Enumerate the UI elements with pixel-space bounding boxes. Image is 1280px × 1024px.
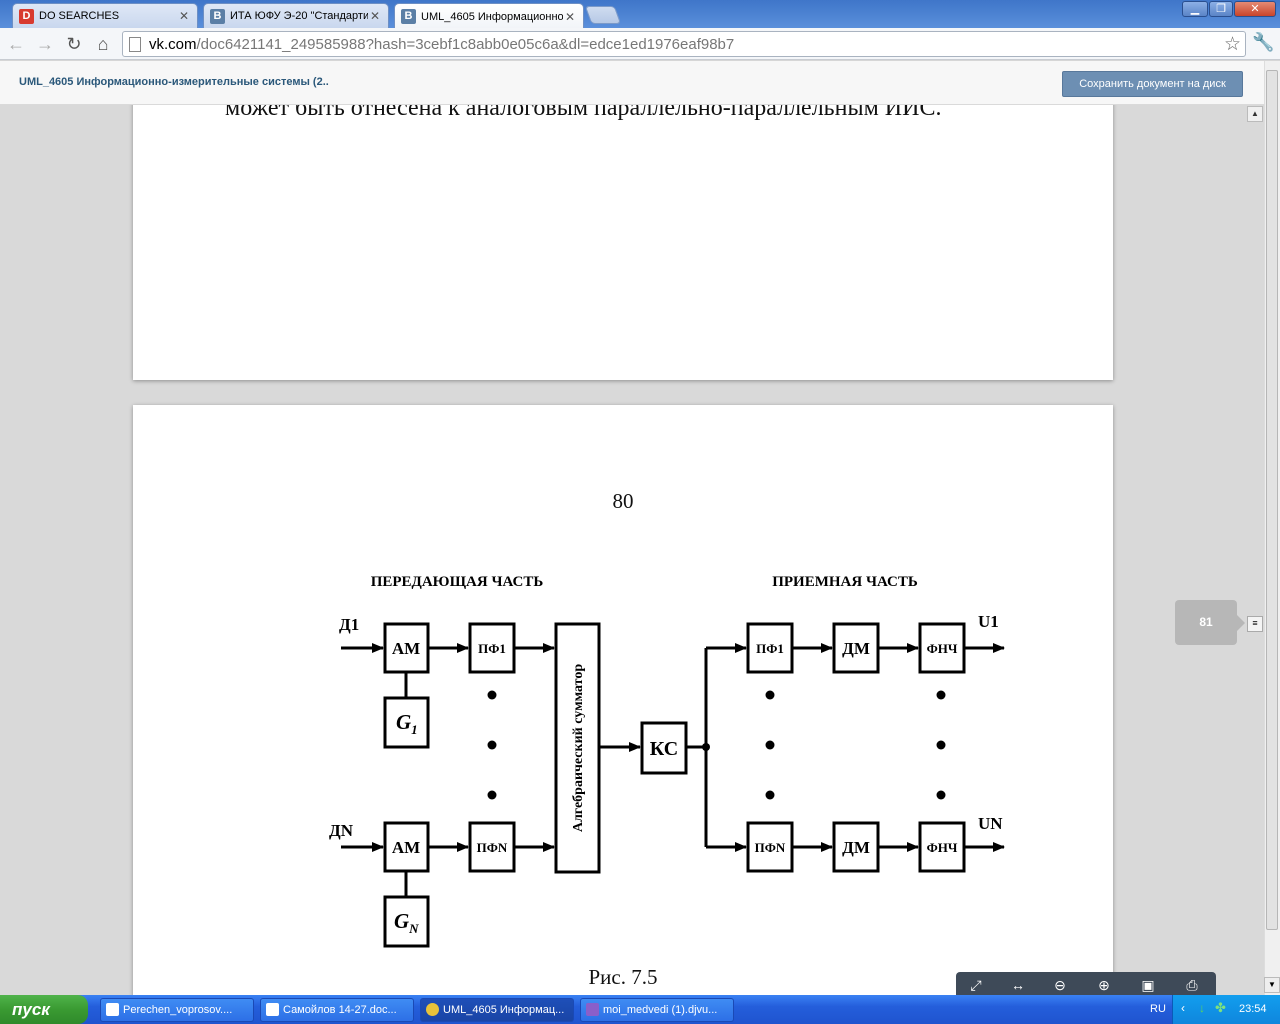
save-icon[interactable]: ▣	[1141, 977, 1155, 993]
viewer-toolbar: ⤢ ↔ ⊖ ⊕ ▣ ⎙	[956, 972, 1216, 996]
address-path: /doc6421141_249585988?hash=3cebf1c8abb0e…	[196, 35, 735, 53]
word-document-icon	[266, 1003, 279, 1016]
generator-g1-label: G1	[396, 710, 418, 737]
back-icon[interactable]: ←	[7, 34, 25, 54]
output-u1-label: U1	[978, 612, 999, 631]
input-d1-label: Д1	[339, 615, 359, 634]
tab-label: UML_4605 Информационно-	[421, 10, 563, 23]
home-icon[interactable]: ⌂	[97, 34, 109, 54]
minimize-icon[interactable]: ▁	[1182, 1, 1208, 17]
am-block-label: АМ	[392, 838, 420, 857]
start-button[interactable]: пуск	[0, 995, 88, 1024]
ks-block-label: КС	[650, 738, 678, 760]
scroll-down-icon[interactable]: ▼	[1264, 977, 1280, 993]
document-header-bar: UML_4605 Информационно-измерительные сис…	[0, 61, 1264, 105]
vk-favicon-icon: B	[401, 9, 416, 24]
chrome-icon	[426, 1003, 439, 1016]
wrench-menu-icon[interactable]: 🔧	[1252, 32, 1275, 52]
page-text-line: может быть отнесена к аналоговым паралле…	[225, 105, 942, 121]
scroll-up-icon[interactable]: ▲	[1247, 106, 1263, 122]
restore-icon[interactable]: ❐	[1209, 1, 1233, 17]
pfn-block-label: ПФN	[477, 840, 508, 855]
dm-block-label: ДМ	[842, 838, 870, 857]
receiver-heading: ПРИЕМНАЯ ЧАСТЬ	[772, 574, 918, 590]
document-page: 80	[133, 405, 1113, 995]
new-tab-button[interactable]	[584, 6, 622, 24]
input-dn-label: ДN	[329, 821, 354, 840]
fit-width-icon[interactable]: ↔	[1011, 977, 1025, 993]
taskbar-item-active[interactable]: UML_4605 Информац...	[420, 998, 574, 1022]
generator-gn-label: GN	[394, 909, 419, 936]
summator-block-label: Алгебраический сумматор	[571, 664, 586, 833]
taskbar-item[interactable]: Perechen_voprosov....	[100, 998, 254, 1022]
download-icon[interactable]: ↓	[1199, 1001, 1205, 1015]
document-page: может быть отнесена к аналоговым паралле…	[133, 105, 1113, 380]
tab-label: DO SEARCHES	[39, 10, 120, 22]
fnch-block-label: ФНЧ	[927, 641, 958, 656]
page-scroll-handle-icon[interactable]: ≡	[1247, 616, 1263, 632]
clover-icon[interactable]: ✤	[1215, 1000, 1226, 1015]
browser-toolbar: ← → ↻ ⌂ vk.com/doc6421141_249585988?hash…	[0, 28, 1280, 60]
document-viewport[interactable]: может быть отнесена к аналоговым паралле…	[0, 105, 1264, 995]
tab-close-icon[interactable]: ✕	[564, 9, 576, 24]
tray-arrow-icon[interactable]: ‹	[1181, 1001, 1185, 1015]
word-document-icon	[106, 1003, 119, 1016]
save-to-disk-button[interactable]: Сохранить документ на диск	[1062, 71, 1243, 97]
tab-strip: D DO SEARCHES ✕ B ИТА ЮФУ Э-20 "Стандарт…	[0, 0, 1280, 29]
zoom-out-icon[interactable]: ⊖	[1054, 977, 1066, 993]
address-domain: vk.com	[149, 35, 197, 53]
transmitter-heading: ПЕРЕДАЮЩАЯ ЧАСТЬ	[371, 574, 544, 590]
language-indicator[interactable]: RU	[1150, 1003, 1166, 1015]
do-searches-favicon-icon: D	[19, 8, 34, 24]
address-bar[interactable]: vk.com/doc6421141_249585988?hash=3cebf1c…	[122, 31, 1246, 57]
tab-do-searches[interactable]: D DO SEARCHES ✕	[12, 3, 198, 28]
taskbar-item[interactable]: Самойлов 14-27.doc...	[260, 998, 414, 1022]
clock[interactable]: 23:54	[1239, 1003, 1267, 1015]
tab-close-icon[interactable]: ✕	[369, 9, 381, 23]
forward-icon[interactable]: →	[36, 34, 54, 54]
djvu-viewer-icon	[586, 1003, 599, 1016]
pf1-block-label: ПФ1	[756, 641, 784, 656]
tab-uml-4605[interactable]: B UML_4605 Информационно- ✕	[394, 3, 584, 29]
fnch-block-label: ФНЧ	[927, 840, 958, 855]
tab-close-icon[interactable]: ✕	[178, 9, 190, 23]
block-diagram: ПЕРЕДАЮЩАЯ ЧАСТЬ ПРИЕМНАЯ ЧАСТЬ Д1 ДN U1…	[329, 574, 1005, 948]
taskbar-item[interactable]: moi_medvedi (1).djvu...	[580, 998, 734, 1022]
close-window-icon[interactable]: ✕	[1234, 1, 1276, 17]
vk-favicon-icon: B	[210, 8, 225, 24]
page-number: 80	[612, 489, 634, 513]
reload-icon[interactable]: ↻	[66, 34, 82, 54]
system-tray: ‹ ↓ ✤ 23:54	[1172, 995, 1280, 1024]
document-title: UML_4605 Информационно-измерительные сис…	[19, 76, 329, 88]
output-un-label: UN	[978, 814, 1003, 833]
pf1-block-label: ПФ1	[478, 641, 506, 656]
windows-taskbar: пуск Perechen_voprosov.... Самойлов 14-2…	[0, 995, 1280, 1024]
fit-page-icon[interactable]: ⤢	[970, 977, 982, 993]
tab-ita[interactable]: B ИТА ЮФУ Э-20 "Стандарти ✕	[203, 3, 389, 28]
figure-caption: Рис. 7.5	[588, 965, 658, 989]
zoom-in-icon[interactable]: ⊕	[1098, 977, 1110, 993]
scrollbar-thumb[interactable]	[1266, 70, 1278, 930]
tab-label: ИТА ЮФУ Э-20 "Стандарти	[230, 10, 368, 22]
bookmark-star-icon[interactable]: ☆	[1223, 34, 1241, 55]
am-block-label: АМ	[392, 639, 420, 658]
page-indicator: 81	[1175, 600, 1245, 645]
pfn-block-label: ПФN	[755, 840, 786, 855]
page-icon	[129, 36, 141, 52]
dm-block-label: ДМ	[842, 639, 870, 658]
print-icon[interactable]: ⎙	[1186, 977, 1198, 993]
